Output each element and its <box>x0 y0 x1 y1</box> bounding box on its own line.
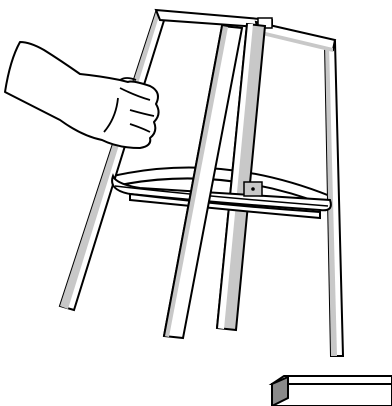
middle-right-leg <box>215 22 267 332</box>
hand <box>4 41 160 149</box>
top-frame <box>154 8 337 52</box>
ring-brace-front <box>111 173 332 220</box>
front-leg <box>162 24 244 340</box>
back-left-leg <box>58 10 168 312</box>
block <box>268 375 392 406</box>
